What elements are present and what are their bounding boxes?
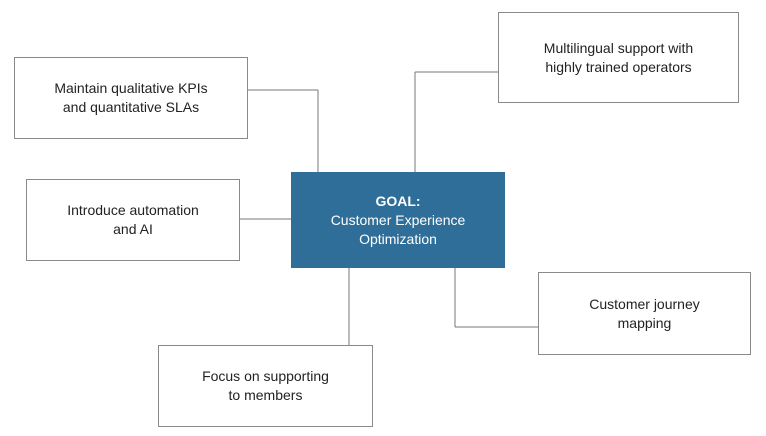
goal-text: Customer Experience Optimization xyxy=(330,211,466,247)
node-journey: Customer journey mapping xyxy=(538,272,751,355)
node-kpis: Maintain qualitative KPIs and quantitati… xyxy=(14,57,248,139)
goal-label: GOAL: xyxy=(375,192,421,209)
node-automation: Introduce automation and AI xyxy=(26,179,240,261)
node-multilingual: Multilingual support with highly trained… xyxy=(498,12,739,103)
goal-box: GOAL: Customer Experience Optimization xyxy=(291,172,505,268)
node-members: Focus on supporting to members xyxy=(158,345,373,427)
